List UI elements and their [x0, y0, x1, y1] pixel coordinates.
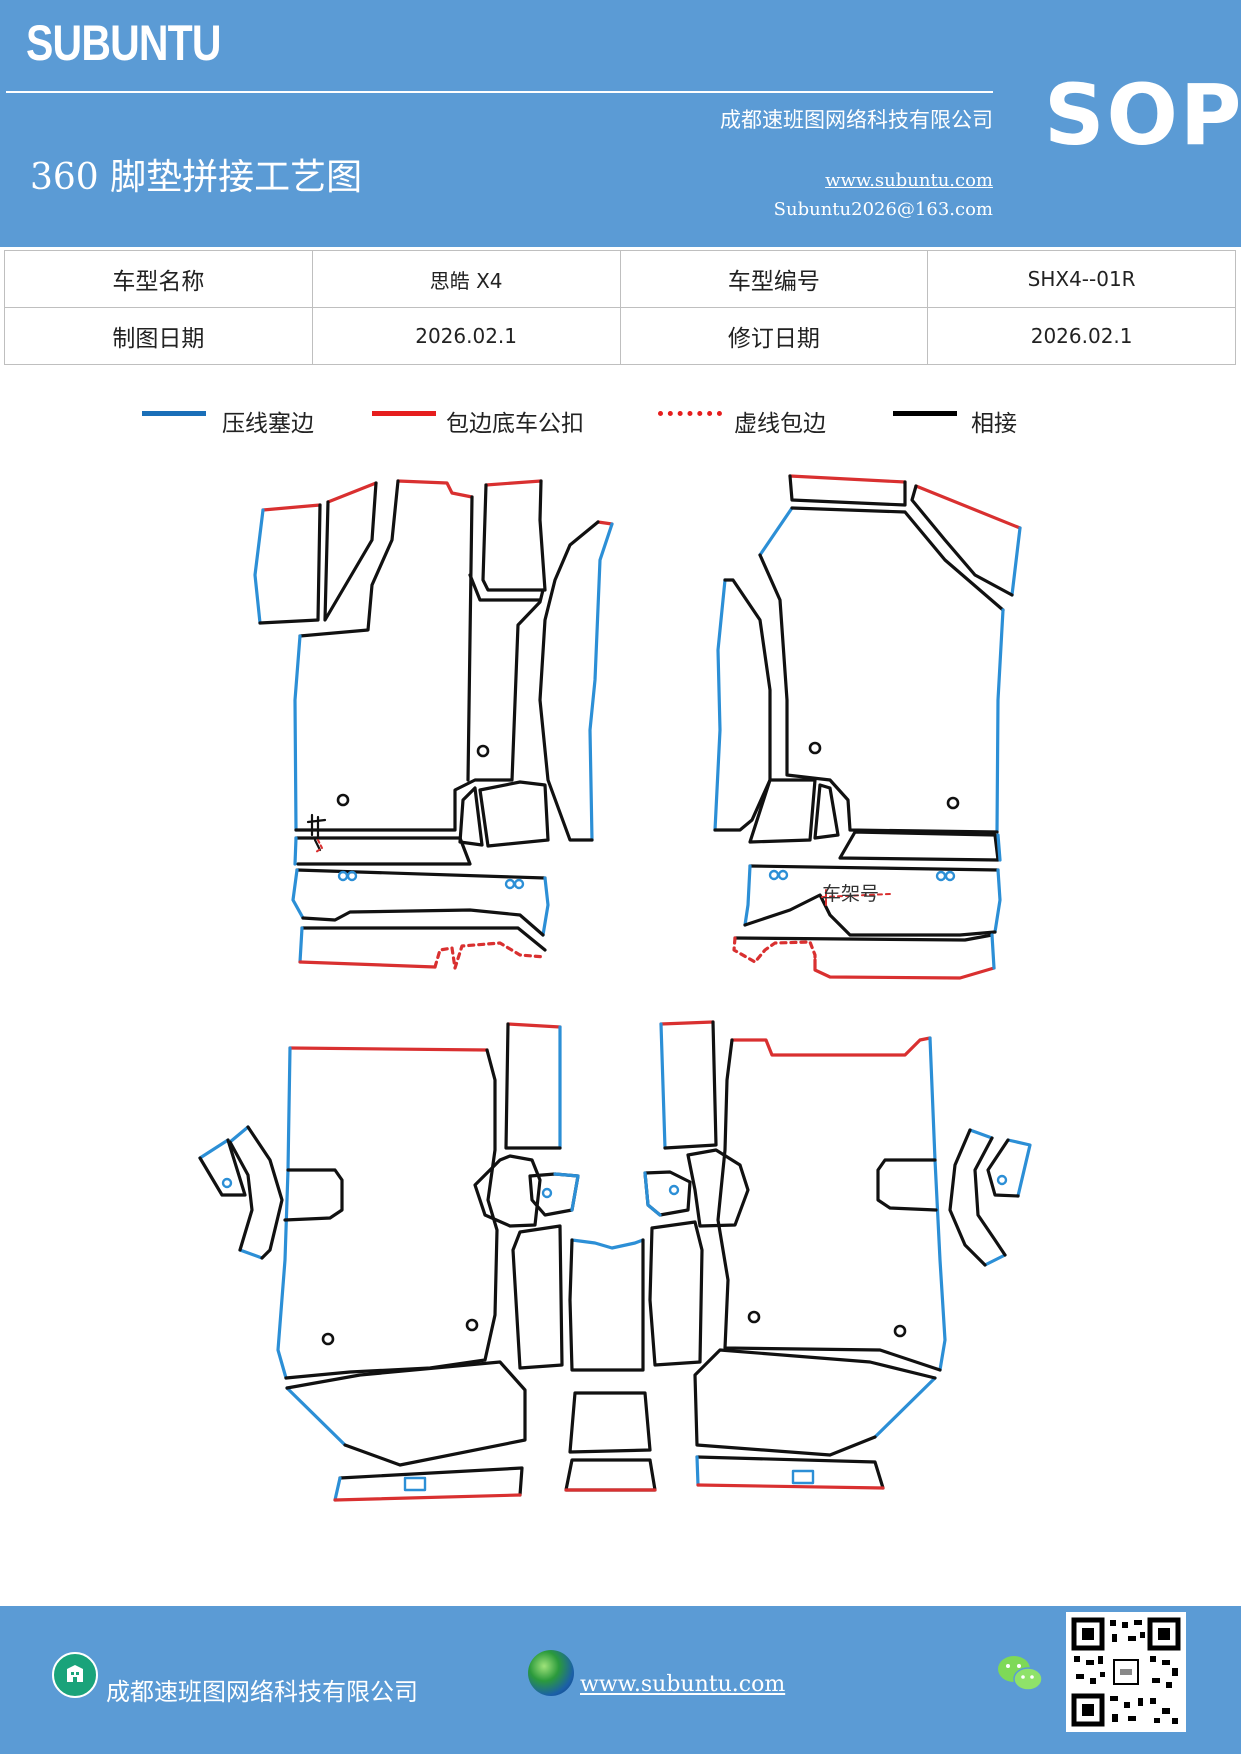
revise-date-value: 2026.02.1 — [927, 307, 1236, 365]
header-divider — [6, 91, 993, 93]
table-row: 车型名称 思皓 X4 车型编号 SHX4--01R — [4, 250, 1236, 308]
model-code-value: SHX4--01R — [927, 250, 1236, 308]
model-name-label: 车型名称 — [4, 250, 313, 308]
legend-label: 包边底车公扣 — [446, 411, 584, 437]
legend-swatch-blue — [142, 411, 206, 416]
header-email: Subuntu2026@163.com — [773, 199, 993, 220]
header-website-link[interactable]: www.subuntu.com — [825, 170, 993, 191]
wechat-icon[interactable] — [996, 1652, 1044, 1696]
legend-swatch-black — [893, 411, 957, 416]
footer-company: 成都速班图网络科技有限公司 — [106, 1678, 418, 1706]
legend-swatch-red — [372, 411, 436, 416]
building-icon — [52, 1652, 98, 1698]
header-company: 成都速班图网络科技有限公司 — [720, 108, 993, 132]
legend-label: 相接 — [971, 411, 1017, 437]
legend-label: 压线塞边 — [222, 411, 314, 437]
table-row: 制图日期 2026.02.1 修订日期 2026.02.1 — [4, 307, 1236, 365]
brand-logo-text: SUBUNTU — [26, 15, 222, 71]
qr-code-icon — [1066, 1612, 1186, 1732]
globe-icon — [528, 1650, 574, 1696]
sop-badge: SOP — [1044, 66, 1241, 164]
legend-label: 虚线包边 — [734, 411, 826, 437]
vehicle-info-table: 车型名称 思皓 X4 车型编号 SHX4--01R 制图日期 2026.02.1… — [4, 250, 1236, 365]
line-legend: 压线塞边 包边底车公扣 虚线包边 相接 — [0, 400, 1241, 440]
frame-number-label: 车架号 — [822, 883, 879, 905]
legend-swatch-red-dotted — [658, 411, 722, 416]
rear-right-mat — [643, 1020, 1032, 1490]
floor-mat-diagram: 车架号 — [198, 474, 1032, 1502]
revise-date-label: 修订日期 — [619, 307, 929, 365]
header-banner: SUBUNTU 成都速班图网络科技有限公司 360 脚垫拼接工艺图 www.su… — [0, 0, 1241, 247]
model-name-value: 思皓 X4 — [311, 250, 621, 308]
rear-left-mat — [198, 1022, 580, 1502]
front-left-mat — [253, 479, 614, 970]
model-code-label: 车型编号 — [619, 250, 929, 308]
draw-date-value: 2026.02.1 — [311, 307, 621, 365]
footer-website-link[interactable]: www.subuntu.com — [580, 1672, 786, 1697]
footer-banner: 成都速班图网络科技有限公司 www.subuntu.com — [0, 1606, 1241, 1754]
page-title: 360 脚垫拼接工艺图 — [30, 157, 363, 198]
centre-tunnel-mat — [564, 1238, 657, 1492]
front-right-mat — [713, 474, 1022, 980]
draw-date-label: 制图日期 — [4, 307, 313, 365]
